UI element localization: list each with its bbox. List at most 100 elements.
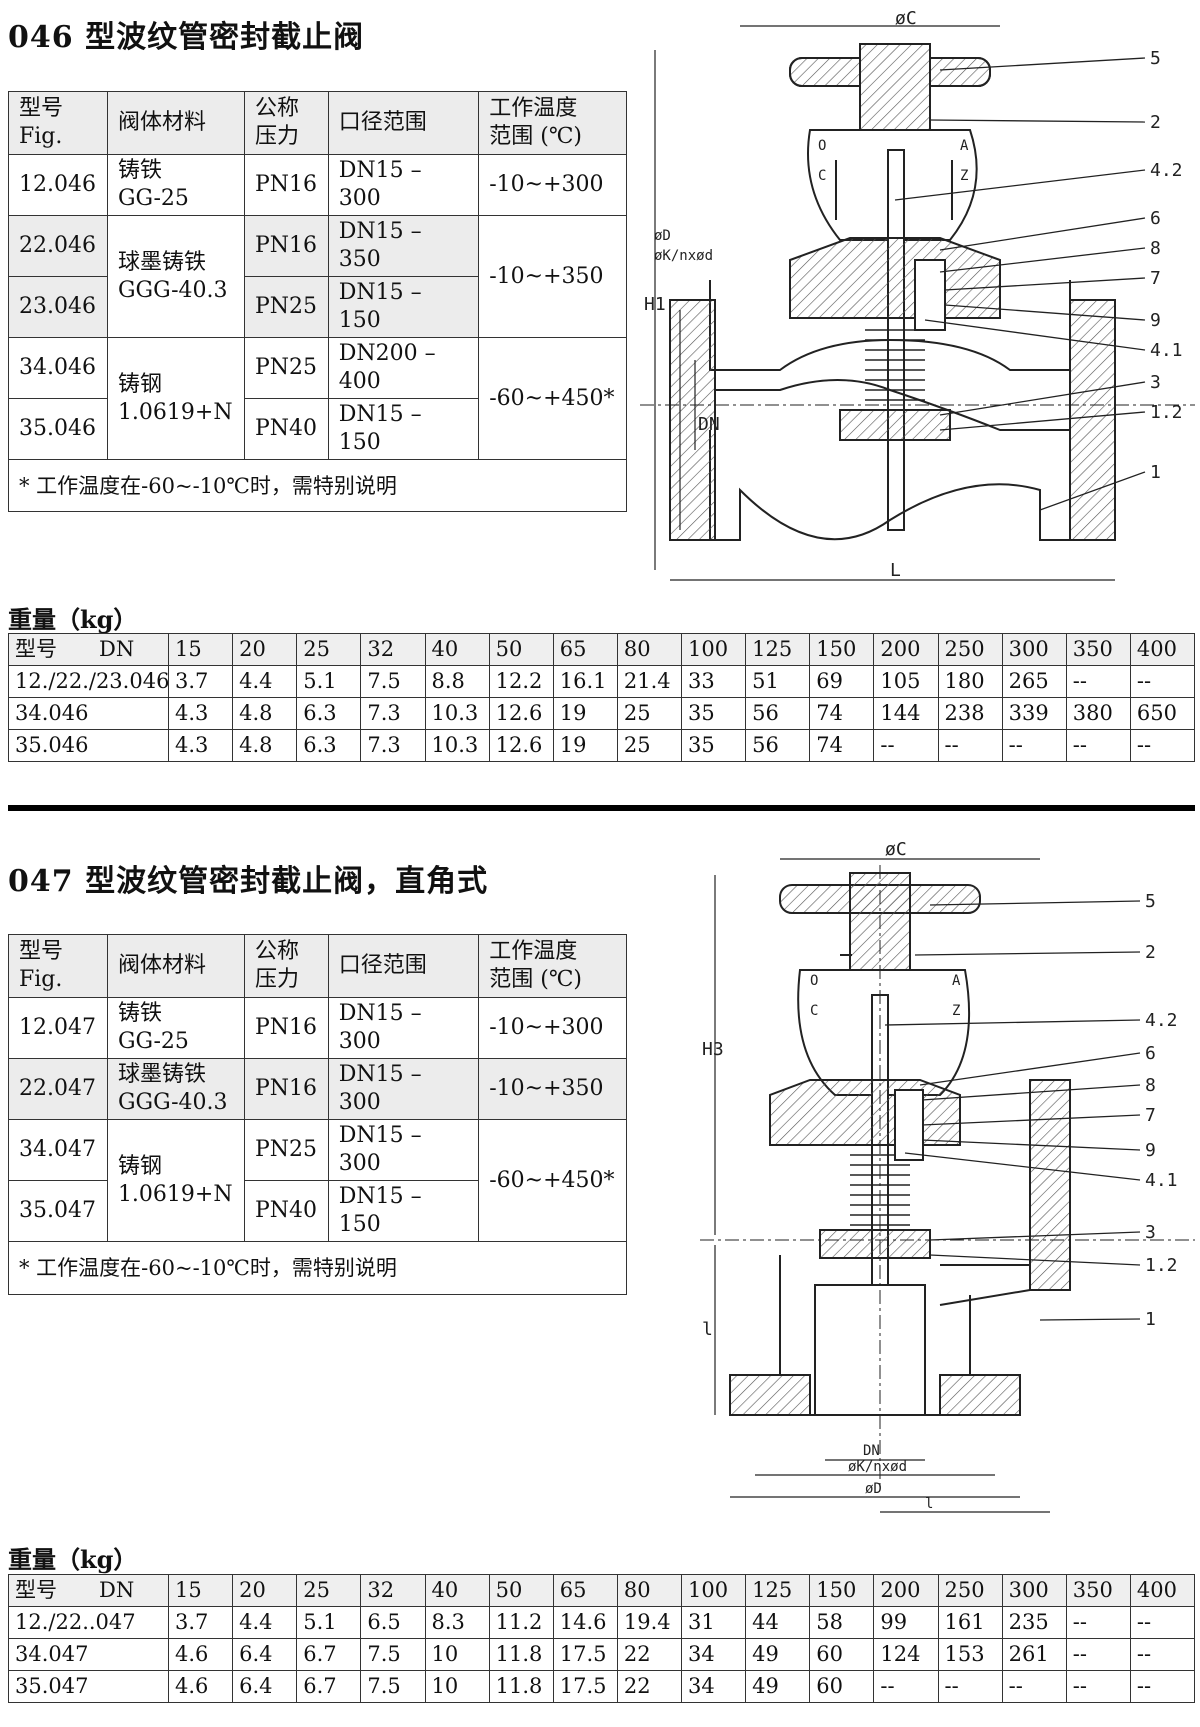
weight-cell: 4.6	[167, 1670, 234, 1703]
cell-range: DN15 – 350	[327, 215, 480, 277]
weight-row: 12./22./23.046 3.7 4.4 5.1 7.5 8.8 12.2 …	[8, 665, 1196, 698]
callout-label: 9	[1145, 1140, 1156, 1161]
weight-cell: 12.6	[488, 729, 554, 762]
cell-model: 23.046	[8, 276, 108, 338]
weight-cell: 6.4	[232, 1638, 298, 1671]
callout-label: 2	[1150, 112, 1161, 133]
weight-cell: 19	[552, 697, 618, 730]
valve-drawing-046: øC H1 DN L øD øK/nxød O C A Z 5 2 4.2 6 …	[640, 10, 1195, 581]
cell-temp: -10~+350	[478, 215, 627, 338]
weight-cell: 99	[873, 1606, 939, 1639]
weight-header-cell: 65	[552, 633, 618, 666]
weight-cell: 22	[616, 1638, 683, 1671]
weight-cell: 5.1	[296, 1606, 362, 1639]
weight-cell: 11.8	[488, 1670, 554, 1703]
dim-d-label: øD	[654, 228, 671, 244]
weight-cell: 265	[1001, 665, 1067, 698]
body-mark: C	[818, 168, 826, 184]
weight-cell: 51	[745, 665, 811, 698]
body-mark: A	[960, 138, 969, 154]
weight-cell: 19	[552, 729, 618, 762]
weight-cell: --	[1065, 665, 1131, 698]
cell-pressure: PN40	[243, 398, 329, 460]
dim-k-label: øK/nxød	[654, 248, 713, 264]
weight-header-cell: 150	[809, 1574, 875, 1607]
callout-label: 1.2	[1150, 402, 1183, 423]
hdr-temp: 工作温度范围 (℃)	[478, 934, 627, 998]
cell-range: DN15 – 300	[327, 1119, 480, 1181]
weight-cell: 4.8	[232, 729, 298, 762]
cell-pressure: PN16	[243, 215, 329, 277]
callout-label: 7	[1150, 268, 1161, 289]
weight-cell: 4.4	[232, 1606, 298, 1639]
weight-cell: 10	[424, 1670, 490, 1703]
callout-label: 1	[1145, 1309, 1156, 1330]
weight-row: 12./22..047 3.7 4.4 5.1 6.5 8.3 11.2 14.…	[8, 1606, 1196, 1639]
weight-header-cell: 20	[232, 633, 298, 666]
callout-label: 6	[1145, 1043, 1156, 1064]
weight-header-cell: 300	[1001, 1574, 1067, 1607]
weight-cell: 31	[680, 1606, 747, 1639]
weight-cell: 7.5	[360, 1638, 426, 1671]
callout-label: 8	[1145, 1075, 1156, 1096]
weight-header-row: 型号 DN 15 20 25 32 40 50 65 80 100 125 15…	[8, 633, 1196, 666]
weight-cell: --	[1001, 1670, 1067, 1703]
cell-pressure: PN16	[243, 154, 329, 216]
weight-cell: 6.3	[296, 697, 362, 730]
weight-header-cell: 15	[167, 1574, 234, 1607]
section-title-047: 047 型波纹管密封截止阀，直角式	[8, 864, 489, 899]
weight-cell: --	[937, 729, 1003, 762]
weight-header-cell: 25	[296, 1574, 362, 1607]
cell-range: DN15 – 300	[327, 154, 480, 216]
weight-cell: 56	[745, 697, 811, 730]
dim-l-label: L	[890, 560, 901, 581]
weight-cell: 124	[873, 1638, 939, 1671]
weight-cell: 60	[809, 1670, 875, 1703]
cell-range: DN15 – 150	[327, 1180, 480, 1242]
weight-cell: --	[937, 1670, 1003, 1703]
valve-drawing-047: øC H3 l DN øK/nxød øD l O C A Z 5 2 4.2 …	[700, 839, 1195, 1513]
cell-pressure: PN16	[243, 997, 329, 1059]
cell-pressure: PN16	[243, 1058, 329, 1120]
weight-cell: --	[1001, 729, 1067, 762]
weight-header-cell: 250	[937, 1574, 1003, 1607]
weight-cell: 11.2	[488, 1606, 554, 1639]
callout-label: 4.1	[1145, 1170, 1178, 1191]
cell-model: 35.047	[8, 1180, 108, 1242]
hdr-range: 口径范围	[327, 934, 480, 998]
callout-label: 4.2	[1145, 1010, 1178, 1031]
weight-cell: 6.4	[232, 1670, 298, 1703]
weight-cell: 6.7	[296, 1638, 362, 1671]
dim-k-label: øK/nxød	[848, 1459, 907, 1475]
weight-cell: 11.8	[488, 1638, 554, 1671]
body-mark: A	[952, 973, 961, 989]
callout-label: 8	[1150, 238, 1161, 259]
callout-label: 4.2	[1150, 160, 1183, 181]
weight-header-cell: 250	[937, 633, 1003, 666]
weight-cell: 8.3	[424, 1606, 490, 1639]
weight-cell: --	[1129, 1670, 1196, 1703]
cell-pressure: PN25	[243, 276, 329, 338]
spec-note-row: * 工作温度在-60~-10℃时，需特别说明	[8, 459, 627, 512]
callout-label: 3	[1145, 1222, 1156, 1243]
weight-cell: 7.5	[360, 665, 426, 698]
spec-row: 35.047 PN40 DN15 – 150	[8, 1180, 627, 1242]
weight-cell: 17.5	[552, 1670, 618, 1703]
weight-header-cell: 300	[1001, 633, 1067, 666]
weight-header-cell: 32	[360, 1574, 426, 1607]
weight-row: 35.047 4.6 6.4 6.7 7.5 10 11.8 17.5 22 3…	[8, 1670, 1196, 1703]
weight-cell: 10	[424, 1638, 490, 1671]
weight-cell: 380	[1065, 697, 1131, 730]
hdr-material: 阀体材料	[106, 91, 245, 155]
weight-cell: 161	[937, 1606, 1003, 1639]
dim-h1-label: H1	[644, 294, 666, 315]
weight-cell: 69	[809, 665, 875, 698]
weight-header-cell: 15	[167, 633, 234, 666]
